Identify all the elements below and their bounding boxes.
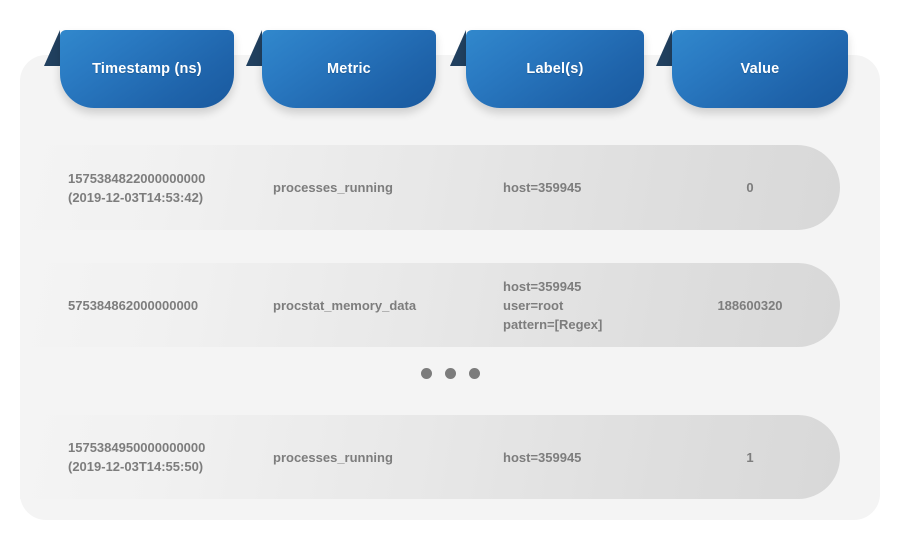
- column-header-labels[interactable]: Label(s): [466, 30, 644, 108]
- column-header-labels-label: Label(s): [526, 61, 584, 77]
- column-header-metric[interactable]: Metric: [262, 30, 436, 108]
- ellipsis-dot: [444, 368, 456, 379]
- column-header-timestamp-label: Timestamp (ns): [92, 61, 202, 77]
- cell-metric: processes_running: [273, 449, 393, 465]
- cell-value: 1: [746, 449, 754, 465]
- table-header: Timestamp (ns) Metric Label(s) Value: [0, 0, 900, 140]
- ellipsis-dot: [420, 368, 432, 379]
- cell-labels: host=359945 user=root pattern=[Regex]: [503, 278, 603, 332]
- ribbon-fold-icon: [656, 30, 672, 66]
- cell-metric: procstat_memory_data: [273, 297, 417, 313]
- cell-labels: host=359945: [503, 449, 582, 465]
- ribbon-fold-icon: [246, 30, 262, 66]
- cell-timestamp: 575384862000000000: [68, 297, 199, 313]
- cell-value: 0: [746, 180, 754, 195]
- cell-timestamp: 1575384822000000000 (2019-12-03T14:53:42…: [68, 170, 206, 205]
- table-row[interactable]: 1575384950000000000 (2019-12-03T14:55:50…: [20, 415, 840, 499]
- column-header-value[interactable]: Value: [672, 30, 848, 108]
- column-header-timestamp[interactable]: Timestamp (ns): [60, 30, 234, 108]
- cell-timestamp: 1575384950000000000 (2019-12-03T14:55:50…: [68, 440, 206, 474]
- table-row[interactable]: 575384862000000000 procstat_memory_data …: [20, 263, 840, 347]
- cell-labels: host=359945: [503, 180, 582, 195]
- cell-value: 188600320: [717, 297, 783, 313]
- column-header-value-label: Value: [740, 61, 780, 77]
- ribbon-fold-icon: [450, 30, 466, 66]
- truncation-ellipsis-icon: [0, 368, 900, 379]
- ellipsis-dot: [468, 368, 480, 379]
- ribbon-fold-icon: [44, 30, 60, 66]
- table-row[interactable]: 1575384822000000000 (2019-12-03T14:53:42…: [20, 145, 840, 230]
- cell-metric: processes_running: [273, 180, 393, 195]
- column-header-metric-label: Metric: [327, 61, 371, 77]
